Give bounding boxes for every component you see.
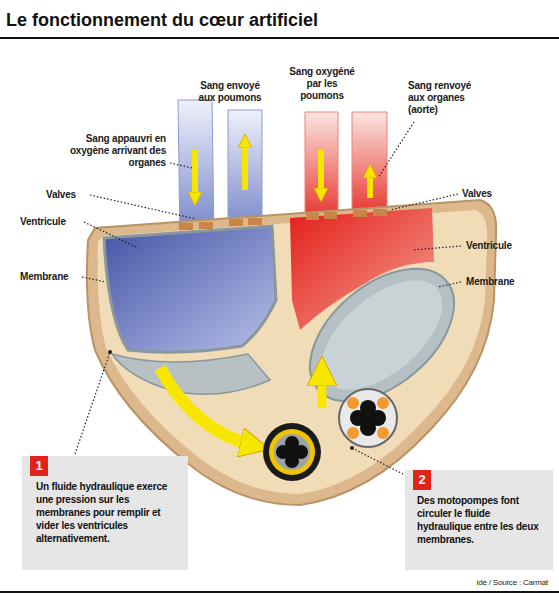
valve-flaps — [353, 210, 367, 217]
flow-arrows — [367, 168, 373, 198]
leader-dots — [108, 350, 112, 354]
motor-pump — [347, 427, 359, 439]
motor-pump — [339, 389, 397, 447]
part-label: Valves — [46, 189, 106, 201]
leader-lines — [412, 246, 461, 250]
flow-label: Sang renvoyé aux organes (aorte) — [408, 80, 482, 116]
callout-text: Un fluide hydraulique exerce une pressio… — [36, 480, 180, 545]
valve-flaps — [324, 212, 337, 219]
valve-flaps — [373, 209, 387, 216]
leader-lines — [390, 194, 458, 210]
part-label: Ventricule — [20, 216, 82, 228]
rules — [0, 591, 559, 593]
leader-lines — [84, 222, 138, 248]
part-label: Ventricule — [466, 240, 528, 252]
motor-pump — [377, 427, 389, 439]
leader-lines — [378, 122, 414, 178]
right-ventricle — [302, 260, 461, 411]
flow-label: Sang envoyé aux poumons — [194, 80, 266, 104]
left-ventricle — [104, 226, 276, 394]
valve-flaps — [229, 219, 243, 226]
leader-lines — [352, 448, 403, 474]
flow-arrows — [242, 138, 248, 190]
part-label: Membrane — [20, 271, 80, 283]
valve-flaps — [306, 213, 319, 220]
part-label: Valves — [462, 188, 522, 200]
leader-lines — [82, 277, 106, 282]
source-note: idé / Source : Carmat — [368, 578, 548, 588]
flow-arrows — [160, 368, 256, 446]
part-label: Membrane — [466, 276, 526, 288]
leader-dots — [350, 446, 354, 450]
left-ventricle — [112, 354, 270, 394]
motor-pump — [359, 409, 377, 427]
left-ventricle — [104, 226, 276, 352]
motor-pump — [263, 423, 321, 481]
leader-lines — [75, 122, 461, 474]
leader-lines — [90, 195, 196, 219]
valve-flaps — [248, 218, 262, 225]
callout-box: 2Des motopompes font circuler le fluide … — [405, 470, 553, 570]
flow-label: Sang appauvri en oxygène arrivant des or… — [62, 133, 166, 169]
callout-number: 1 — [30, 456, 48, 476]
callout-text: Des motopompes font circuler le fluide h… — [417, 494, 547, 546]
motor-pump — [274, 434, 310, 470]
flow-label: Sang oxygéné par les poumons — [288, 66, 356, 102]
leader-lines — [75, 352, 110, 454]
motor-pump — [339, 389, 397, 447]
rules — [0, 37, 559, 593]
leader-dots — [108, 350, 354, 450]
leader-lines — [170, 163, 192, 168]
valve-flaps — [179, 223, 193, 230]
leader-lines — [438, 282, 461, 287]
right-ventricle — [286, 243, 479, 428]
motor-pump — [284, 444, 300, 460]
motor-pump — [263, 423, 321, 481]
motor-pump — [377, 397, 389, 409]
flow-arrows — [192, 150, 198, 202]
flow-arrows — [318, 150, 324, 198]
valve-flaps — [179, 209, 387, 230]
motor-pump — [347, 397, 359, 409]
flow-arrows — [160, 138, 370, 446]
callout-box: 1 Un fluide hydraulique exerce une pressi… — [22, 456, 188, 570]
motor-pump — [269, 429, 315, 475]
flow-arrows — [318, 370, 327, 408]
valve-flaps — [199, 222, 213, 229]
callout-number: 2 — [413, 470, 431, 490]
rules — [0, 37, 559, 39]
diagram-title: Le fonctionnement du cœur artificiel — [6, 9, 318, 31]
